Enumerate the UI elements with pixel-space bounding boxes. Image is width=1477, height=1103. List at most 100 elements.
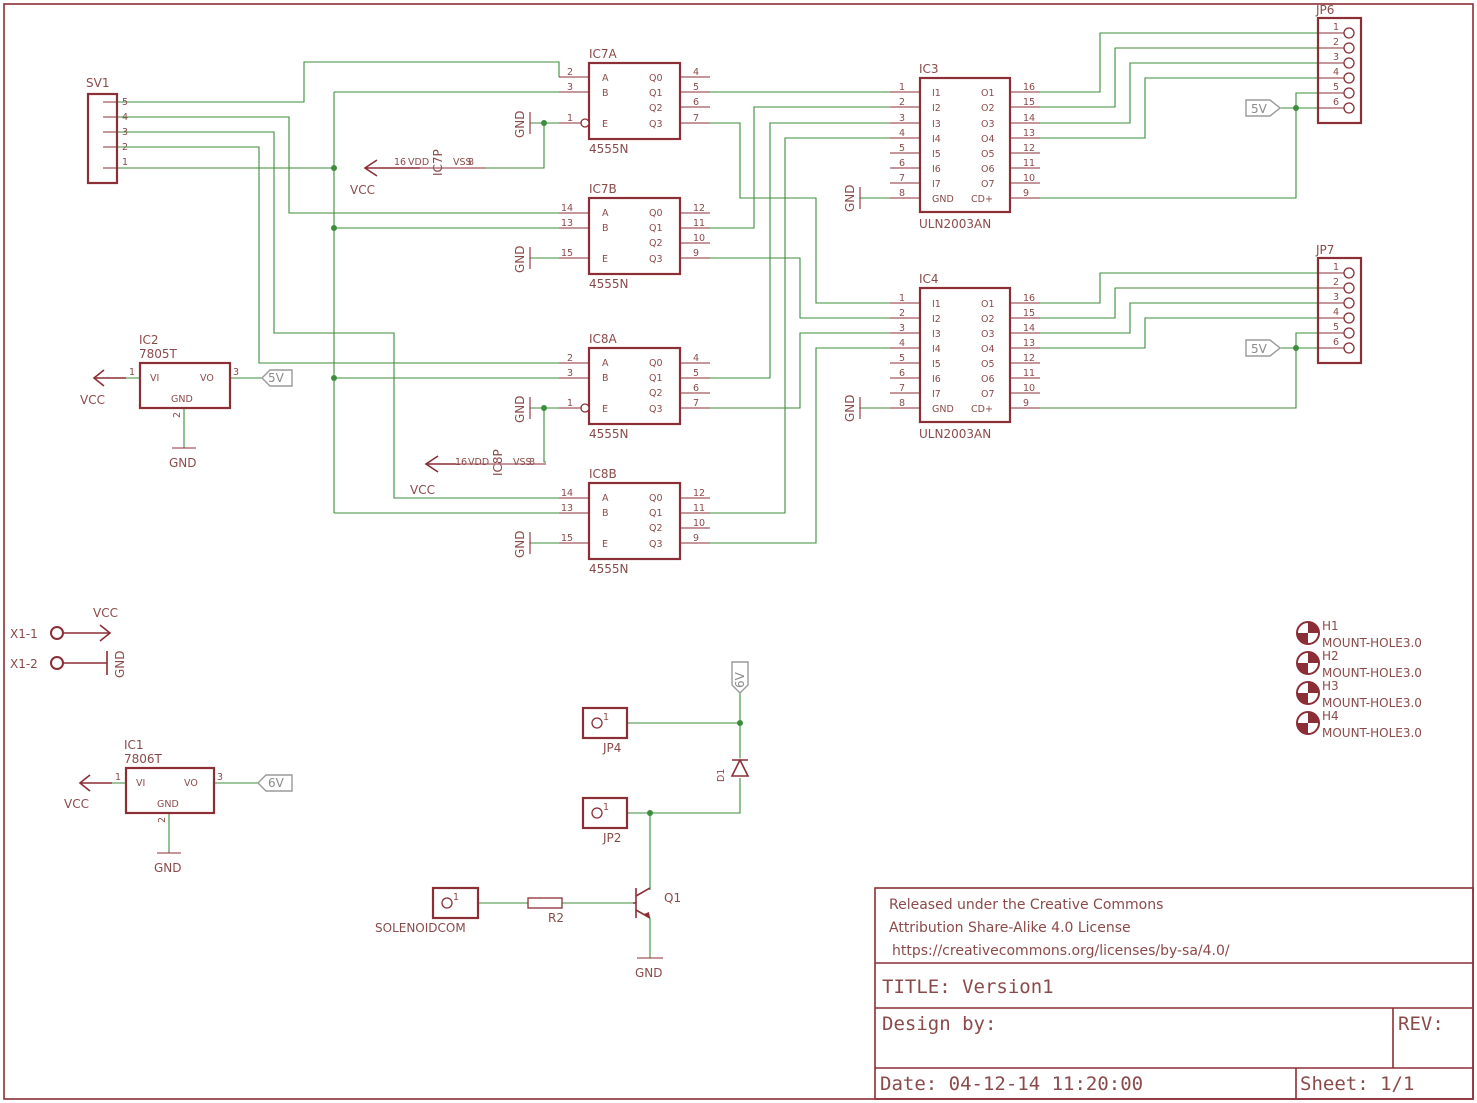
svg-text:2: 2 <box>567 353 573 364</box>
gnd-label: GND <box>513 530 527 558</box>
svg-text:3: 3 <box>233 367 239 378</box>
vcc-label: VCC <box>64 797 89 811</box>
svg-text:3: 3 <box>899 323 905 334</box>
svg-text:5: 5 <box>693 368 699 379</box>
mount-holes: H1 MOUNT-HOLE3.0 H2 MOUNT-HOLE3.0 H3 MOU… <box>1296 619 1422 740</box>
ic1-label: IC1 <box>124 738 144 752</box>
jp4-label: JP4 <box>602 741 621 755</box>
svg-text:3: 3 <box>1333 292 1339 303</box>
svg-text:MOUNT-HOLE3.0: MOUNT-HOLE3.0 <box>1322 636 1422 650</box>
svg-text:10: 10 <box>1023 173 1035 184</box>
svg-text:11: 11 <box>693 218 705 229</box>
svg-text:12: 12 <box>693 203 705 214</box>
svg-text:I2: I2 <box>932 314 941 325</box>
svg-text:VO: VO <box>200 373 214 384</box>
ic2-label: IC2 <box>139 333 159 347</box>
decoder-ic7b: IC7B 14 13 15 A B E Q0 Q1 Q2 Q3 12 11 10… <box>513 182 710 291</box>
gnd-label: GND <box>154 861 182 875</box>
regulator-ic2: IC2 7805T VI VO GND 1 3 2 VCC GND 5V <box>80 333 293 470</box>
ic8p-vss-pin: 8 <box>529 457 535 468</box>
sv1-pin-2: 2 <box>122 142 128 153</box>
license-line-1: Released under the Creative Commons <box>889 897 1163 913</box>
svg-text:GND: GND <box>171 394 193 405</box>
jp6-label: JP6 <box>1315 3 1334 17</box>
svg-text:O3: O3 <box>981 329 995 340</box>
gnd-label: GND <box>843 394 857 422</box>
svg-text:14: 14 <box>1023 113 1035 124</box>
svg-text:E: E <box>602 539 608 550</box>
svg-text:I3: I3 <box>932 329 941 340</box>
svg-text:1: 1 <box>899 293 905 304</box>
svg-text:H1: H1 <box>1322 619 1339 633</box>
svg-text:6: 6 <box>1333 337 1339 348</box>
svg-text:9: 9 <box>693 248 699 259</box>
svg-text:6: 6 <box>693 383 699 394</box>
svg-text:H2: H2 <box>1322 649 1339 663</box>
svg-text:O4: O4 <box>981 134 995 145</box>
svg-text:5: 5 <box>1333 322 1339 333</box>
svg-text:6: 6 <box>899 158 905 169</box>
license-url: https://creativecommons.org/licenses/by-… <box>892 943 1230 959</box>
sv1-pin-5: 5 <box>122 97 128 108</box>
vcc-label: VCC <box>93 606 118 620</box>
svg-text:I4: I4 <box>932 134 941 145</box>
svg-text:O6: O6 <box>981 164 995 175</box>
svg-text:13: 13 <box>561 503 573 514</box>
svg-text:Q0: Q0 <box>649 493 663 504</box>
svg-text:A: A <box>602 208 609 219</box>
svg-text:Q0: Q0 <box>649 358 663 369</box>
svg-text:I5: I5 <box>932 149 941 160</box>
svg-text:Q2: Q2 <box>649 103 663 114</box>
svg-text:2: 2 <box>157 817 168 823</box>
svg-text:11: 11 <box>1023 368 1035 379</box>
svg-text:5: 5 <box>1333 82 1339 93</box>
svg-text:4: 4 <box>1333 67 1339 78</box>
svg-text:A: A <box>602 493 609 504</box>
5v-flag: 5V <box>1251 102 1268 116</box>
svg-text:2: 2 <box>567 67 573 78</box>
ic7p-label: IC7P <box>431 149 445 176</box>
svg-text:5: 5 <box>693 82 699 93</box>
svg-text:4: 4 <box>899 338 905 349</box>
svg-text:E: E <box>602 404 608 415</box>
svg-text:7: 7 <box>899 173 905 184</box>
svg-text:VI: VI <box>136 778 145 789</box>
ic4-label: IC4 <box>919 272 939 286</box>
svg-text:1: 1 <box>567 398 573 409</box>
ic7b-label: IC7B <box>589 182 617 196</box>
svg-text:1: 1 <box>899 82 905 93</box>
gnd-label: GND <box>113 650 127 678</box>
svg-text:B: B <box>602 373 609 384</box>
ic4-value: ULN2003AN <box>919 427 991 441</box>
svg-text:7: 7 <box>693 398 699 409</box>
decoder-ic8b: IC8B 14 13 15 A B E Q0 Q1 Q2 Q3 12 11 10… <box>513 467 710 576</box>
svg-text:I6: I6 <box>932 164 941 175</box>
5v-flag: 5V <box>268 371 285 385</box>
ic7a-label: IC7A <box>589 47 618 61</box>
svg-text:6: 6 <box>693 97 699 108</box>
svg-text:15: 15 <box>1023 308 1035 319</box>
title-text: TITLE: Version1 <box>882 976 1054 998</box>
ic3-value: ULN2003AN <box>919 217 991 231</box>
svg-text:O5: O5 <box>981 149 995 160</box>
svg-text:Q2: Q2 <box>649 388 663 399</box>
jp7-label: JP7 <box>1315 243 1334 257</box>
ic8p-vdd: VDD <box>468 457 489 468</box>
svg-text:Q3: Q3 <box>649 539 663 550</box>
vcc-label: VCC <box>410 483 435 497</box>
svg-text:3: 3 <box>899 113 905 124</box>
svg-text:I3: I3 <box>932 119 941 130</box>
svg-text:Q1: Q1 <box>649 373 663 384</box>
svg-text:GND: GND <box>932 404 954 415</box>
svg-text:O6: O6 <box>981 374 995 385</box>
svg-text:I7: I7 <box>932 179 941 190</box>
svg-text:1: 1 <box>603 802 609 813</box>
svg-text:O1: O1 <box>981 299 995 310</box>
svg-text:16: 16 <box>1023 82 1035 93</box>
svg-text:13: 13 <box>1023 338 1035 349</box>
svg-text:1: 1 <box>115 772 121 783</box>
svg-text:O7: O7 <box>981 389 995 400</box>
ic7p-vdd: VDD <box>408 157 429 168</box>
svg-text:B: B <box>602 88 609 99</box>
svg-text:MOUNT-HOLE3.0: MOUNT-HOLE3.0 <box>1322 666 1422 680</box>
